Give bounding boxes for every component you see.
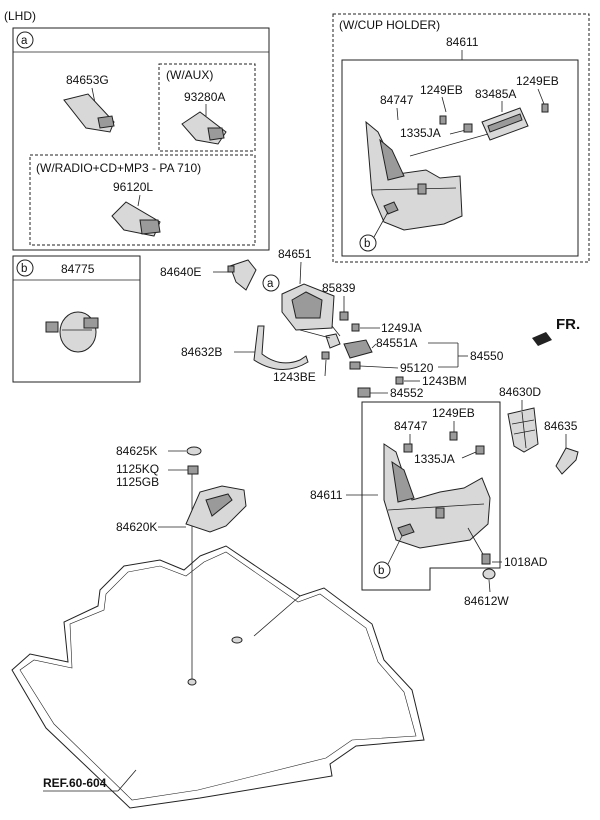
part-84653G-shape	[63, 93, 115, 133]
cup-holder-marker	[359, 234, 377, 252]
reference-label: REF.60-604	[43, 776, 107, 790]
lower-part-84747-label: 84747	[394, 419, 428, 433]
part-1243BM-label: 1243BM	[422, 374, 467, 388]
radio-variant-box	[29, 154, 256, 246]
part-84635-shape	[555, 447, 579, 475]
reference-note: REF.60-604	[43, 769, 137, 792]
part-96120L-shape	[111, 201, 161, 237]
cup-holder-marker-label: b	[364, 238, 370, 250]
part-95120-label: 95120	[400, 361, 434, 375]
bolt-shape	[187, 465, 199, 686]
cup-clip-1335JA	[463, 123, 473, 133]
part-84612W-shape	[482, 568, 496, 580]
part-84551A-shape	[325, 333, 373, 359]
inset-a: a 84653G (W/AUX) 93280A (W/RADIO+CD+MP3 …	[12, 27, 270, 251]
lower-clip-84747	[403, 443, 413, 453]
part-84775-shape	[45, 311, 99, 353]
part-93280A-label: 93280A	[184, 90, 225, 104]
cup-part-1249EB-right: 1249EB	[516, 74, 559, 88]
part-84552-shape	[357, 387, 371, 398]
part-1243BE-shape	[321, 351, 330, 360]
marker-a-label: a	[267, 278, 274, 290]
cup-part-1335JA: 1335JA	[400, 126, 441, 140]
inset-b-frame	[12, 255, 141, 383]
part-95120-shape	[349, 361, 361, 370]
part-84651-shape	[281, 283, 335, 331]
lower-part-1249EB-label: 1249EB	[432, 406, 475, 420]
cup-part-84747: 84747	[380, 93, 414, 107]
part-84625K-shape	[186, 446, 202, 456]
lower-console-shape	[383, 443, 491, 549]
part-1018AD-label: 1018AD	[504, 555, 548, 569]
cup-holder-inner-frame	[341, 59, 579, 257]
inset-b-marker-label: b	[21, 263, 27, 275]
lower-console-marker	[373, 561, 391, 579]
part-84620K-shape	[185, 485, 247, 533]
part-84653G-label: 84653G	[66, 73, 109, 87]
part-84651-label: 84651	[278, 247, 312, 261]
cup-holder-unit-shape	[481, 107, 529, 141]
cup-part-1249EB-left: 1249EB	[420, 83, 463, 97]
variant-label: (LHD)	[4, 9, 36, 23]
floor-mat	[11, 545, 425, 809]
lower-console-marker-label: b	[378, 565, 384, 577]
inset-b: b 84775	[12, 255, 141, 383]
part-84630D-label: 84630D	[499, 385, 541, 399]
part-96120L-label: 96120L	[113, 180, 153, 194]
part-1243BM-shape	[395, 376, 404, 385]
cup-clip-right	[541, 103, 549, 113]
part-84775-label: 84775	[61, 262, 95, 276]
part-84640E-shape	[227, 259, 257, 291]
cup-holder-console-shape	[365, 120, 463, 231]
lower-assembly-label: 84611	[310, 488, 343, 502]
marker-a	[262, 274, 280, 292]
inset-a-marker	[16, 31, 34, 49]
lower-console-inset: 1249EB 84747 1335JA 84611 b 1018AD 84612…	[310, 401, 548, 608]
part-84640E-label: 84640E	[160, 265, 201, 279]
cup-holder-title: (W/CUP HOLDER)	[339, 18, 440, 32]
part-85839-label: 85839	[322, 281, 356, 295]
lower-part-1335JA-label: 1335JA	[414, 452, 455, 466]
main-console-parts: 84651 84640E a 85839 1249JA 84551A 84550	[116, 247, 579, 686]
part-85839-shape	[339, 311, 349, 321]
part-84612W-label: 84612W	[464, 594, 509, 608]
part-1249JA-shape	[351, 323, 360, 332]
part-1243BE-label: 1243BE	[273, 370, 316, 384]
front-arrow-icon	[532, 332, 552, 346]
inset-a-marker-label: a	[21, 35, 28, 47]
front-label: FR.	[556, 316, 580, 333]
part-84620K-label: 84620K	[116, 520, 157, 534]
inset-b-marker	[16, 259, 34, 277]
cup-clip-left	[439, 115, 447, 125]
part-84632B-shape	[253, 325, 309, 370]
cup-holder-inset: (W/CUP HOLDER) 84611 84747 1249EB 83485A…	[332, 13, 590, 263]
aux-variant-title: (W/AUX)	[166, 68, 213, 82]
lower-clip-1249EB	[449, 431, 458, 441]
inset-a-frame	[12, 27, 270, 251]
part-1125GB-label: 1125GB	[116, 475, 159, 489]
part-84632B-label: 84632B	[181, 345, 222, 359]
front-direction-indicator: FR.	[532, 316, 580, 346]
part-84630D-shape	[507, 407, 539, 453]
lower-console-frame	[361, 401, 501, 591]
aux-variant-box	[158, 63, 256, 152]
part-1249JA-label: 1249JA	[381, 321, 422, 335]
part-93280A-shape	[181, 111, 227, 145]
part-84625K-label: 84625K	[116, 444, 157, 458]
radio-variant-title: (W/RADIO+CD+MP3 - PA 710)	[36, 161, 201, 175]
part-1125KQ-label: 1125KQ	[116, 462, 159, 476]
cup-holder-frame	[332, 13, 590, 263]
cup-part-83485A: 83485A	[475, 87, 516, 101]
part-84552-label: 84552	[390, 386, 424, 400]
lower-clip-1335JA	[475, 445, 485, 455]
part-84635-label: 84635	[544, 419, 578, 433]
cup-holder-assembly-label: 84611	[446, 35, 479, 49]
part-1018AD-shape	[481, 553, 491, 565]
part-84550-label: 84550	[470, 349, 504, 363]
part-84551A-label: 84551A	[376, 336, 417, 350]
